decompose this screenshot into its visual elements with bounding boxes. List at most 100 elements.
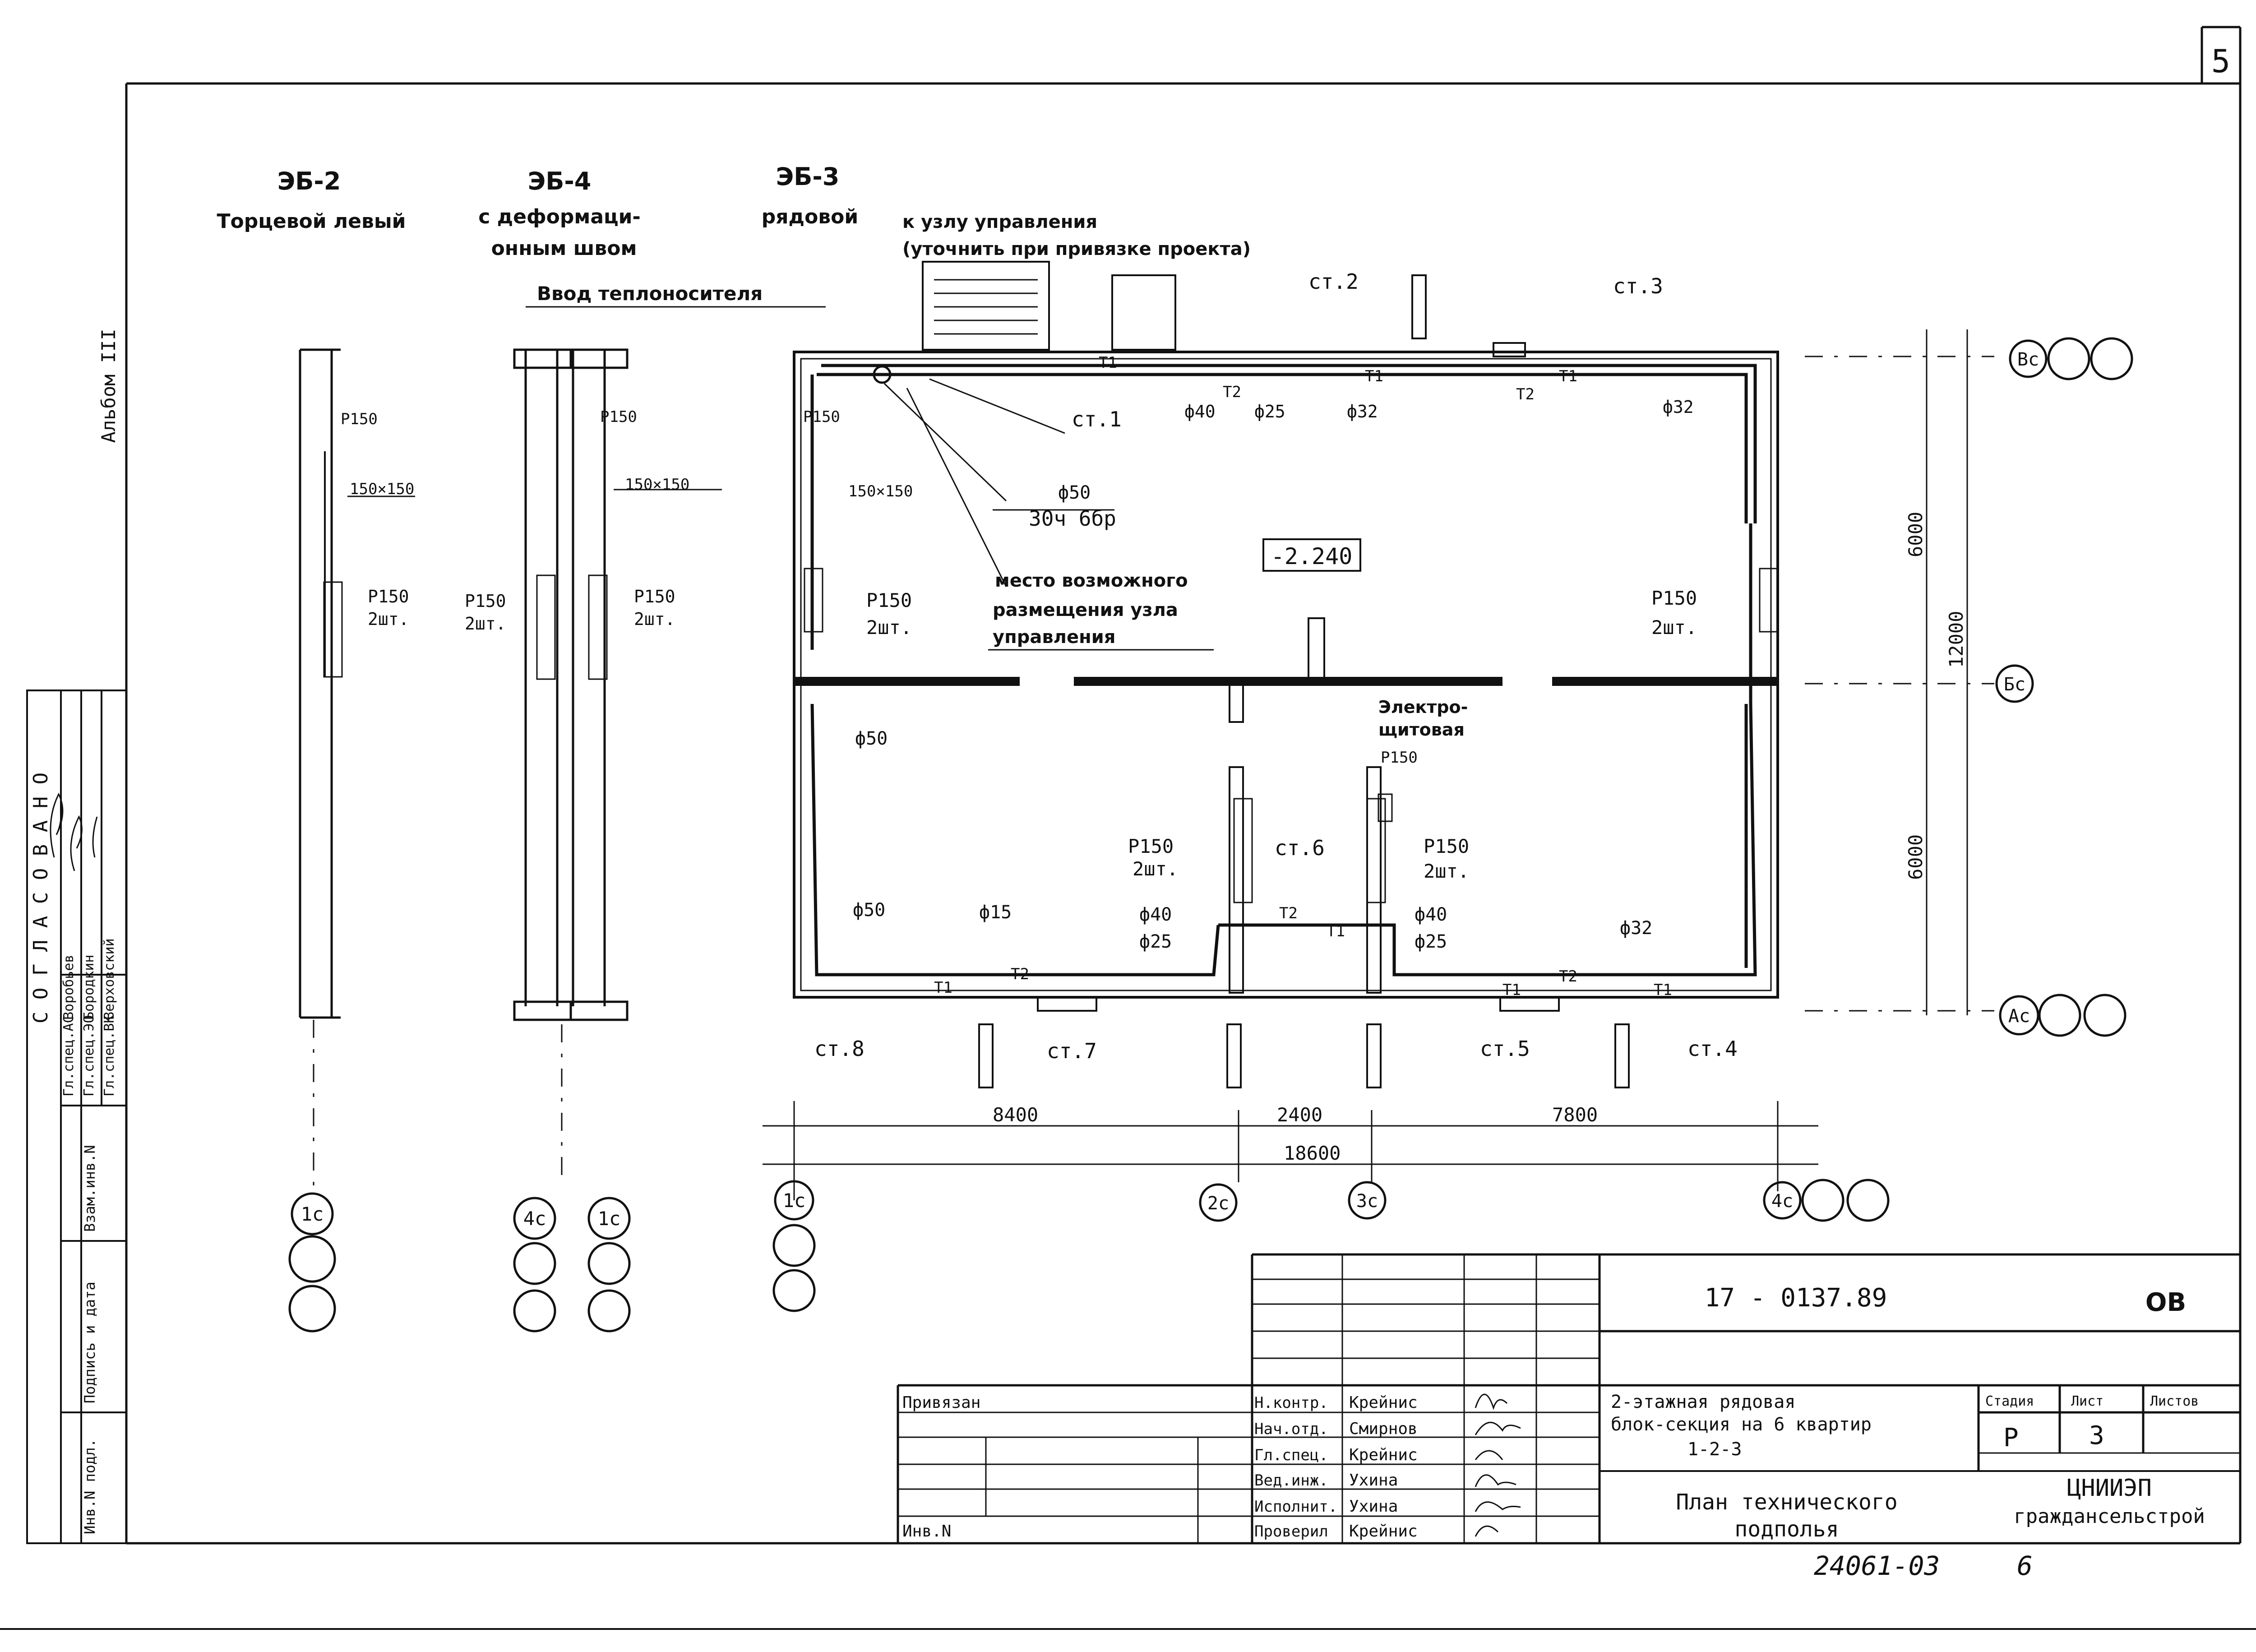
staff-name-5: Ухина: [1349, 1497, 1398, 1516]
valve-icon: [873, 365, 892, 384]
eb4-wall: [513, 348, 722, 1182]
eb2-p150-top: Р150: [341, 410, 378, 428]
eb4-p150-top: Р150: [600, 408, 637, 426]
project-line-3: 1-2-3: [1687, 1439, 1742, 1460]
staff-role-6: Проверил: [1254, 1522, 1328, 1541]
dimension-lines: [763, 329, 1994, 1200]
pipe-t2-e: Т2: [1559, 967, 1577, 986]
axis-bubbles: [288, 337, 2133, 1333]
project-line-2: блок-секция на 6 квартир: [1611, 1414, 1872, 1435]
riser-3: ст.3: [1613, 274, 1663, 298]
plan-p150-east: Р150: [1651, 587, 1697, 609]
pipe-t2-c: Т2: [1011, 965, 1029, 983]
riser-5: ст.5: [1480, 1037, 1530, 1061]
drawing-title-2: подполья: [1734, 1517, 1839, 1542]
org-name-1: ЦНИИЭП: [2067, 1475, 2152, 1502]
dim-8400: 8400: [993, 1104, 1038, 1126]
title-signatures: [1475, 1393, 1521, 1537]
project-line-1: 2-этажная рядовая: [1611, 1392, 1795, 1412]
plan-p150-west: Р150: [866, 589, 912, 611]
org-name-2: граждансельстрой: [2014, 1505, 2205, 1528]
approval-name-3: Верховский: [102, 938, 117, 1020]
plan-p150-mid-left: Р150: [1128, 835, 1174, 857]
approval-title: С О Г Л А С О В А Н О: [29, 773, 52, 1023]
staff-role-1: Н.контр.: [1254, 1394, 1328, 1412]
riser-4: ст.4: [1687, 1037, 1738, 1061]
pipe-d32-se: ф32: [1620, 918, 1652, 939]
pipe-d15: ф15: [979, 902, 1012, 923]
staff-role-4: Вед.инж.: [1254, 1472, 1328, 1490]
eb4-p150-left: Р150: [465, 591, 506, 611]
staff-name-3: Крейнис: [1349, 1446, 1418, 1464]
plan-walls: [793, 261, 1779, 1088]
approval-role-2: Гл.спец.ЭО: [81, 1015, 97, 1097]
approval-role-3: Гл.спец.ВК: [102, 1015, 117, 1097]
approval-stamp: [26, 689, 127, 1544]
eb2-grille: 150×150: [350, 480, 414, 498]
stage-value: Р: [2003, 1423, 2019, 1453]
heating-pipes: [810, 364, 1757, 976]
plan-pcs-mid-right: 2шт.: [1424, 860, 1469, 882]
axis-ac: Ас: [2008, 1006, 2030, 1027]
eb4-vent-blocks: [536, 574, 608, 680]
stage-header: Стадия: [1985, 1393, 2034, 1409]
pipe-t1-b: Т1: [1365, 367, 1383, 385]
note-electro-1: Электро-: [1378, 697, 1468, 717]
plan-pcs-west: 2шт.: [866, 616, 912, 639]
riser-1: ст.1: [1072, 407, 1122, 431]
side-label-2: Подпись и дата: [81, 1282, 98, 1403]
staff-role-3: Гл.спец.: [1254, 1446, 1328, 1464]
approval-name-2: Бородкин: [81, 955, 97, 1020]
pipe-d50-sw: ф50: [853, 900, 885, 921]
plan-pcs-mid-left: 2шт.: [1133, 858, 1178, 880]
section-eb4-name1: с деформаци-: [478, 205, 641, 228]
doc-mark: ОВ: [2145, 1288, 2186, 1317]
axis-2c: 2с: [1207, 1193, 1229, 1214]
riser-6: ст.6: [1275, 836, 1325, 860]
pipe-d25-se: ф25: [1415, 931, 1447, 952]
section-eb4-code: ЭБ-4: [528, 167, 592, 195]
approval-name-1: Воробьев: [61, 955, 77, 1020]
pipe-d25-top: ф25: [1254, 402, 1285, 421]
pipe-d50-west: ф50: [855, 728, 888, 749]
note-to-unit-2: (уточнить при привязке проекта): [902, 239, 1251, 259]
pipe-d50-main: ф50: [1058, 482, 1091, 503]
axis-4c-a: 4с: [523, 1208, 546, 1230]
axis-1c-a: 1с: [301, 1203, 324, 1225]
dim-6000-b: 6000: [1905, 834, 1927, 880]
eb4-pcs-right: 2шт.: [634, 609, 675, 629]
note-inlet: Ввод теплоносителя: [537, 282, 763, 305]
dim-12000: 12000: [1945, 611, 1967, 668]
approval-role-1: Гл.спец.АС: [61, 1015, 77, 1097]
staff-role-5: Исполнит.: [1254, 1498, 1337, 1516]
eb2-wall: [299, 348, 415, 1196]
plan-pcs-east: 2шт.: [1651, 616, 1697, 639]
pipe-d25-south: ф25: [1139, 931, 1172, 952]
pipe-t1-g: Т1: [1654, 981, 1672, 999]
pipe-t1-c: Т1: [1559, 367, 1577, 385]
eb4-p150-right: Р150: [634, 587, 675, 606]
pipe-d32-top: ф32: [1347, 402, 1378, 421]
staff-name-1: Крейнис: [1349, 1393, 1418, 1412]
plan-p150-mid-right: Р150: [1424, 835, 1469, 857]
pipe-t2-d: Т2: [1279, 904, 1298, 922]
eb4-grille: 150×150: [625, 476, 689, 494]
leader-lines: [883, 378, 1214, 651]
staff-name-4: Ухина: [1349, 1471, 1398, 1490]
section-eb3-name: рядовой: [762, 205, 858, 228]
section-eb4-name2: онным швом: [491, 237, 637, 260]
pipe-d40-south: ф40: [1139, 904, 1172, 925]
album-label: Альбом III: [97, 329, 120, 443]
dim-6000-a: 6000: [1905, 512, 1927, 557]
side-label-1: Взам.инв.N: [81, 1145, 98, 1232]
axis-3c: 3с: [1356, 1191, 1378, 1212]
section-eb2-code: ЭБ-2: [277, 167, 341, 195]
sheet-value: 3: [2089, 1421, 2104, 1450]
axis-1c-c: 1с: [783, 1189, 806, 1212]
dim-18600: 18600: [1284, 1142, 1341, 1164]
dim-7800: 7800: [1552, 1104, 1598, 1126]
riser-8: ст.8: [814, 1037, 864, 1061]
sheet-frame: [0, 26, 2256, 1630]
sheet-header: Лист: [2071, 1393, 2103, 1409]
